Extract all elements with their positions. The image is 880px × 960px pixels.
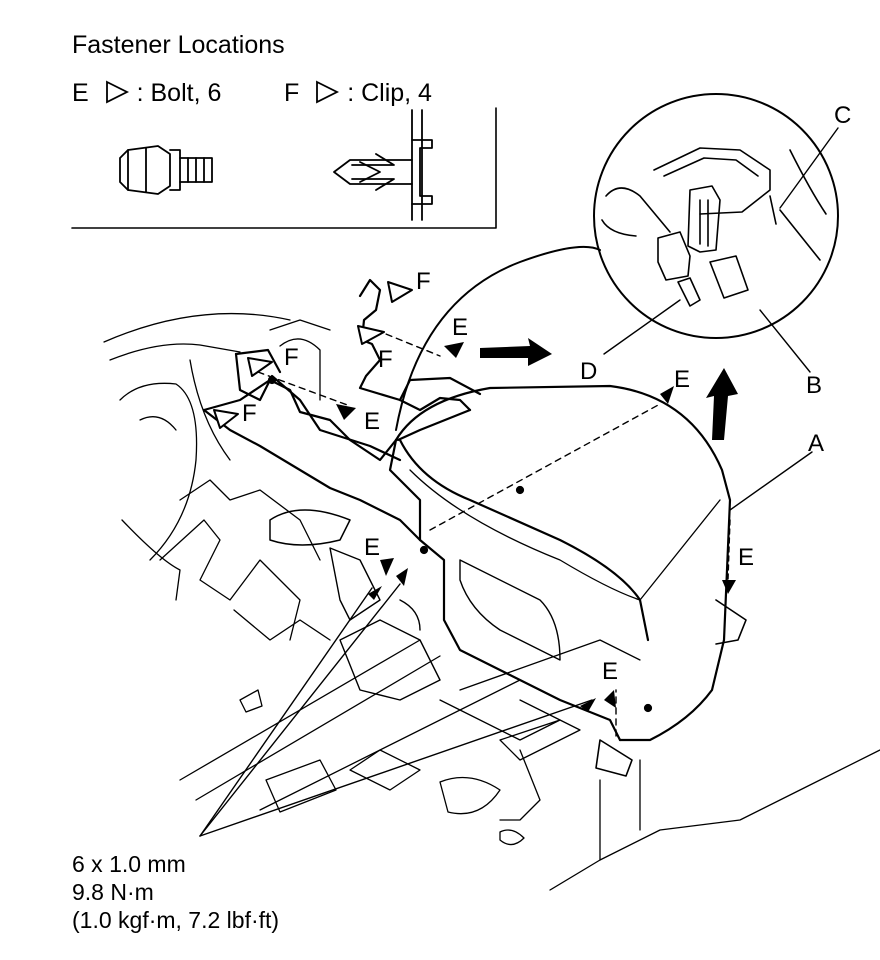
legend-bolt: E : Bolt, 6: [72, 80, 221, 106]
legend-bolt-text: : Bolt, 6: [136, 79, 222, 107]
legend-box: [71, 107, 497, 229]
torque-spec-newton-meters: 9.8 N·m: [72, 879, 154, 905]
callout-e-bolt: E: [602, 658, 619, 685]
diagram-title: Fastener Locations: [72, 31, 285, 59]
bolt-pointer-arrows: [336, 342, 736, 712]
inset-arc: [395, 245, 601, 431]
callout-f-clip: F: [416, 268, 431, 295]
callout-e-bolt: E: [738, 544, 755, 571]
torque-spec-imperial: (1.0 kgf·m, 7.2 lbf·ft): [72, 907, 280, 933]
callout-c: C: [834, 102, 852, 129]
callout-f-clip: F: [242, 400, 257, 427]
callout-f-clip: F: [284, 344, 299, 371]
clip-illustration: [333, 109, 433, 221]
connector-detail-inset: [593, 93, 839, 339]
callout-d: D: [580, 358, 598, 385]
legend-clip: F : Clip, 4: [284, 80, 432, 106]
callout-a: A: [808, 430, 825, 457]
callout-e-bolt: E: [452, 314, 469, 341]
callout-f-clip: F: [378, 346, 393, 373]
leader-lines: [199, 127, 839, 837]
clip-markers: [213, 281, 413, 429]
callout-e-bolt: E: [364, 408, 381, 435]
torque-spec-size: 6 x 1.0 mm: [72, 851, 186, 877]
callout-b: B: [806, 372, 823, 399]
center-console: [202, 278, 747, 777]
legend-clip-text: : Clip, 4: [347, 79, 432, 107]
removal-arrows: [480, 338, 738, 440]
legend-bolt-letter: E: [72, 79, 89, 107]
floor-outline: [179, 639, 880, 891]
bolt-illustration: [119, 145, 213, 195]
open-triangle-icon: [105, 80, 129, 104]
open-triangle-icon: [316, 80, 340, 104]
callout-e-bolt: E: [364, 534, 381, 561]
dashboard-background: [103, 312, 331, 641]
legend-clip-letter: F: [284, 79, 300, 107]
callout-e-bolt: E: [674, 366, 691, 393]
